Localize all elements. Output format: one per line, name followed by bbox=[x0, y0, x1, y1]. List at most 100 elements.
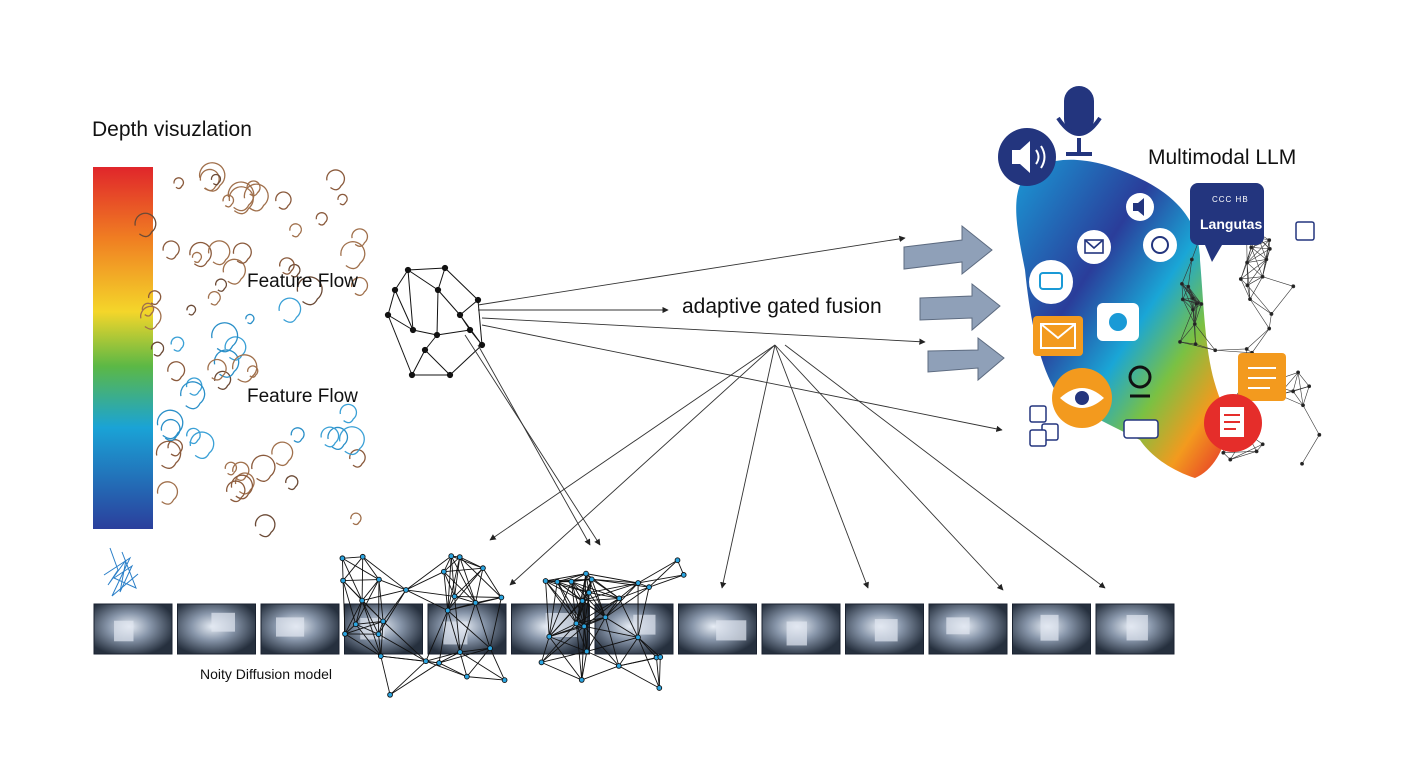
network-node bbox=[446, 371, 454, 379]
envelope-orange-icon bbox=[1033, 316, 1083, 356]
network-edge bbox=[477, 299, 483, 346]
mesh-edge bbox=[1249, 298, 1270, 329]
noise-scribble bbox=[103, 547, 139, 597]
diffusion-edge bbox=[637, 637, 660, 689]
mesh-edge bbox=[1181, 283, 1184, 300]
mesh-edge bbox=[1179, 341, 1196, 345]
diffusion-edge bbox=[454, 556, 461, 597]
network-edge bbox=[436, 289, 439, 336]
mesh-node bbox=[1267, 238, 1272, 243]
microphone-icon bbox=[1056, 86, 1102, 156]
diffusion-node bbox=[615, 663, 622, 669]
diffusion-node bbox=[573, 620, 580, 627]
mesh-edge bbox=[1266, 240, 1270, 260]
swirl bbox=[213, 349, 240, 378]
swirl bbox=[160, 418, 181, 442]
network-edge bbox=[407, 269, 439, 291]
network-edge bbox=[459, 299, 479, 316]
mesh-edge bbox=[1194, 324, 1196, 345]
diffusion-node bbox=[375, 631, 382, 638]
diffusion-node bbox=[487, 645, 493, 652]
diffusion-edge bbox=[575, 623, 583, 680]
swirl bbox=[245, 313, 255, 325]
swirl bbox=[134, 212, 157, 238]
swirl bbox=[155, 440, 182, 469]
diffusion-node bbox=[403, 587, 409, 593]
diffusion-node bbox=[456, 554, 463, 560]
diffusion-edge bbox=[342, 556, 363, 559]
diffusion-edge bbox=[556, 581, 585, 627]
diffusion-edge bbox=[571, 581, 590, 593]
diffusion-node bbox=[444, 607, 451, 614]
swirl bbox=[191, 251, 203, 264]
swirl bbox=[214, 370, 232, 390]
swirl bbox=[211, 322, 239, 353]
diffusion-node bbox=[441, 568, 447, 575]
diffusion-node bbox=[680, 572, 687, 578]
diffusion-edge bbox=[425, 651, 461, 662]
diffusion-edge bbox=[637, 587, 650, 638]
swirl bbox=[278, 297, 302, 323]
diffusion-edge bbox=[362, 556, 407, 591]
diffusion-edge bbox=[342, 556, 364, 581]
diffusion-edge bbox=[361, 600, 382, 657]
mesh-edge bbox=[1187, 286, 1197, 304]
swirl bbox=[230, 474, 254, 500]
diffusion-edge bbox=[548, 581, 572, 637]
diffusion-edge bbox=[591, 578, 650, 588]
diffusion-edge bbox=[591, 579, 606, 618]
diffusion-node bbox=[448, 553, 455, 559]
swirl bbox=[279, 257, 295, 275]
diffusion-edge bbox=[447, 610, 461, 653]
diffusion-edge bbox=[454, 595, 502, 598]
mesh-edge bbox=[1297, 372, 1310, 387]
swirl bbox=[180, 381, 206, 410]
diffusion-edge bbox=[585, 573, 639, 584]
mesh-edge bbox=[1262, 276, 1294, 287]
diffusion-node bbox=[376, 576, 382, 583]
mesh-edge bbox=[1179, 323, 1196, 343]
diffusion-edge bbox=[342, 558, 363, 601]
diffusion-node bbox=[377, 653, 384, 659]
swirl bbox=[198, 162, 226, 192]
diffusion-edge bbox=[605, 582, 639, 618]
swirl bbox=[350, 276, 369, 296]
diffusion-edge bbox=[355, 620, 384, 625]
diffusion-edge bbox=[618, 656, 661, 667]
swirl bbox=[222, 194, 235, 208]
red-document-icon bbox=[1204, 394, 1262, 452]
diffusion-node bbox=[451, 593, 458, 600]
mesh-edge bbox=[1247, 285, 1272, 315]
diffusion-node bbox=[568, 578, 575, 585]
diffusion-edge bbox=[570, 581, 585, 627]
swirl bbox=[254, 514, 276, 538]
diffusion-edge bbox=[475, 602, 491, 649]
network-edge bbox=[424, 349, 451, 376]
diffusion-label: Noity Diffusion model bbox=[200, 666, 333, 682]
swirl bbox=[185, 377, 203, 396]
diffusion-edge bbox=[581, 626, 585, 680]
mesh-edge bbox=[1251, 328, 1270, 353]
diffusion-edge bbox=[583, 626, 620, 667]
frame-highlight bbox=[786, 621, 807, 646]
frame-highlight bbox=[1126, 614, 1148, 641]
diffusion-edge bbox=[605, 586, 650, 618]
diffusion-edge bbox=[489, 597, 502, 649]
diffusion-edge bbox=[443, 571, 455, 597]
network-node bbox=[434, 286, 442, 294]
mesh-node bbox=[1190, 296, 1195, 301]
swirl bbox=[275, 191, 292, 210]
mesh-edge bbox=[1187, 286, 1194, 310]
diffusion-edge bbox=[549, 636, 587, 652]
speaker-small-icon bbox=[1126, 193, 1154, 221]
diffusion-node bbox=[387, 691, 393, 698]
diffusion-node bbox=[546, 633, 553, 640]
diffusion-edge bbox=[618, 637, 639, 667]
mesh-edge bbox=[1240, 278, 1251, 300]
mesh-edge bbox=[1247, 259, 1267, 286]
network-edge bbox=[444, 267, 479, 301]
diffusion-node bbox=[635, 634, 641, 641]
network-edge bbox=[387, 314, 414, 331]
network-edge bbox=[407, 269, 414, 331]
